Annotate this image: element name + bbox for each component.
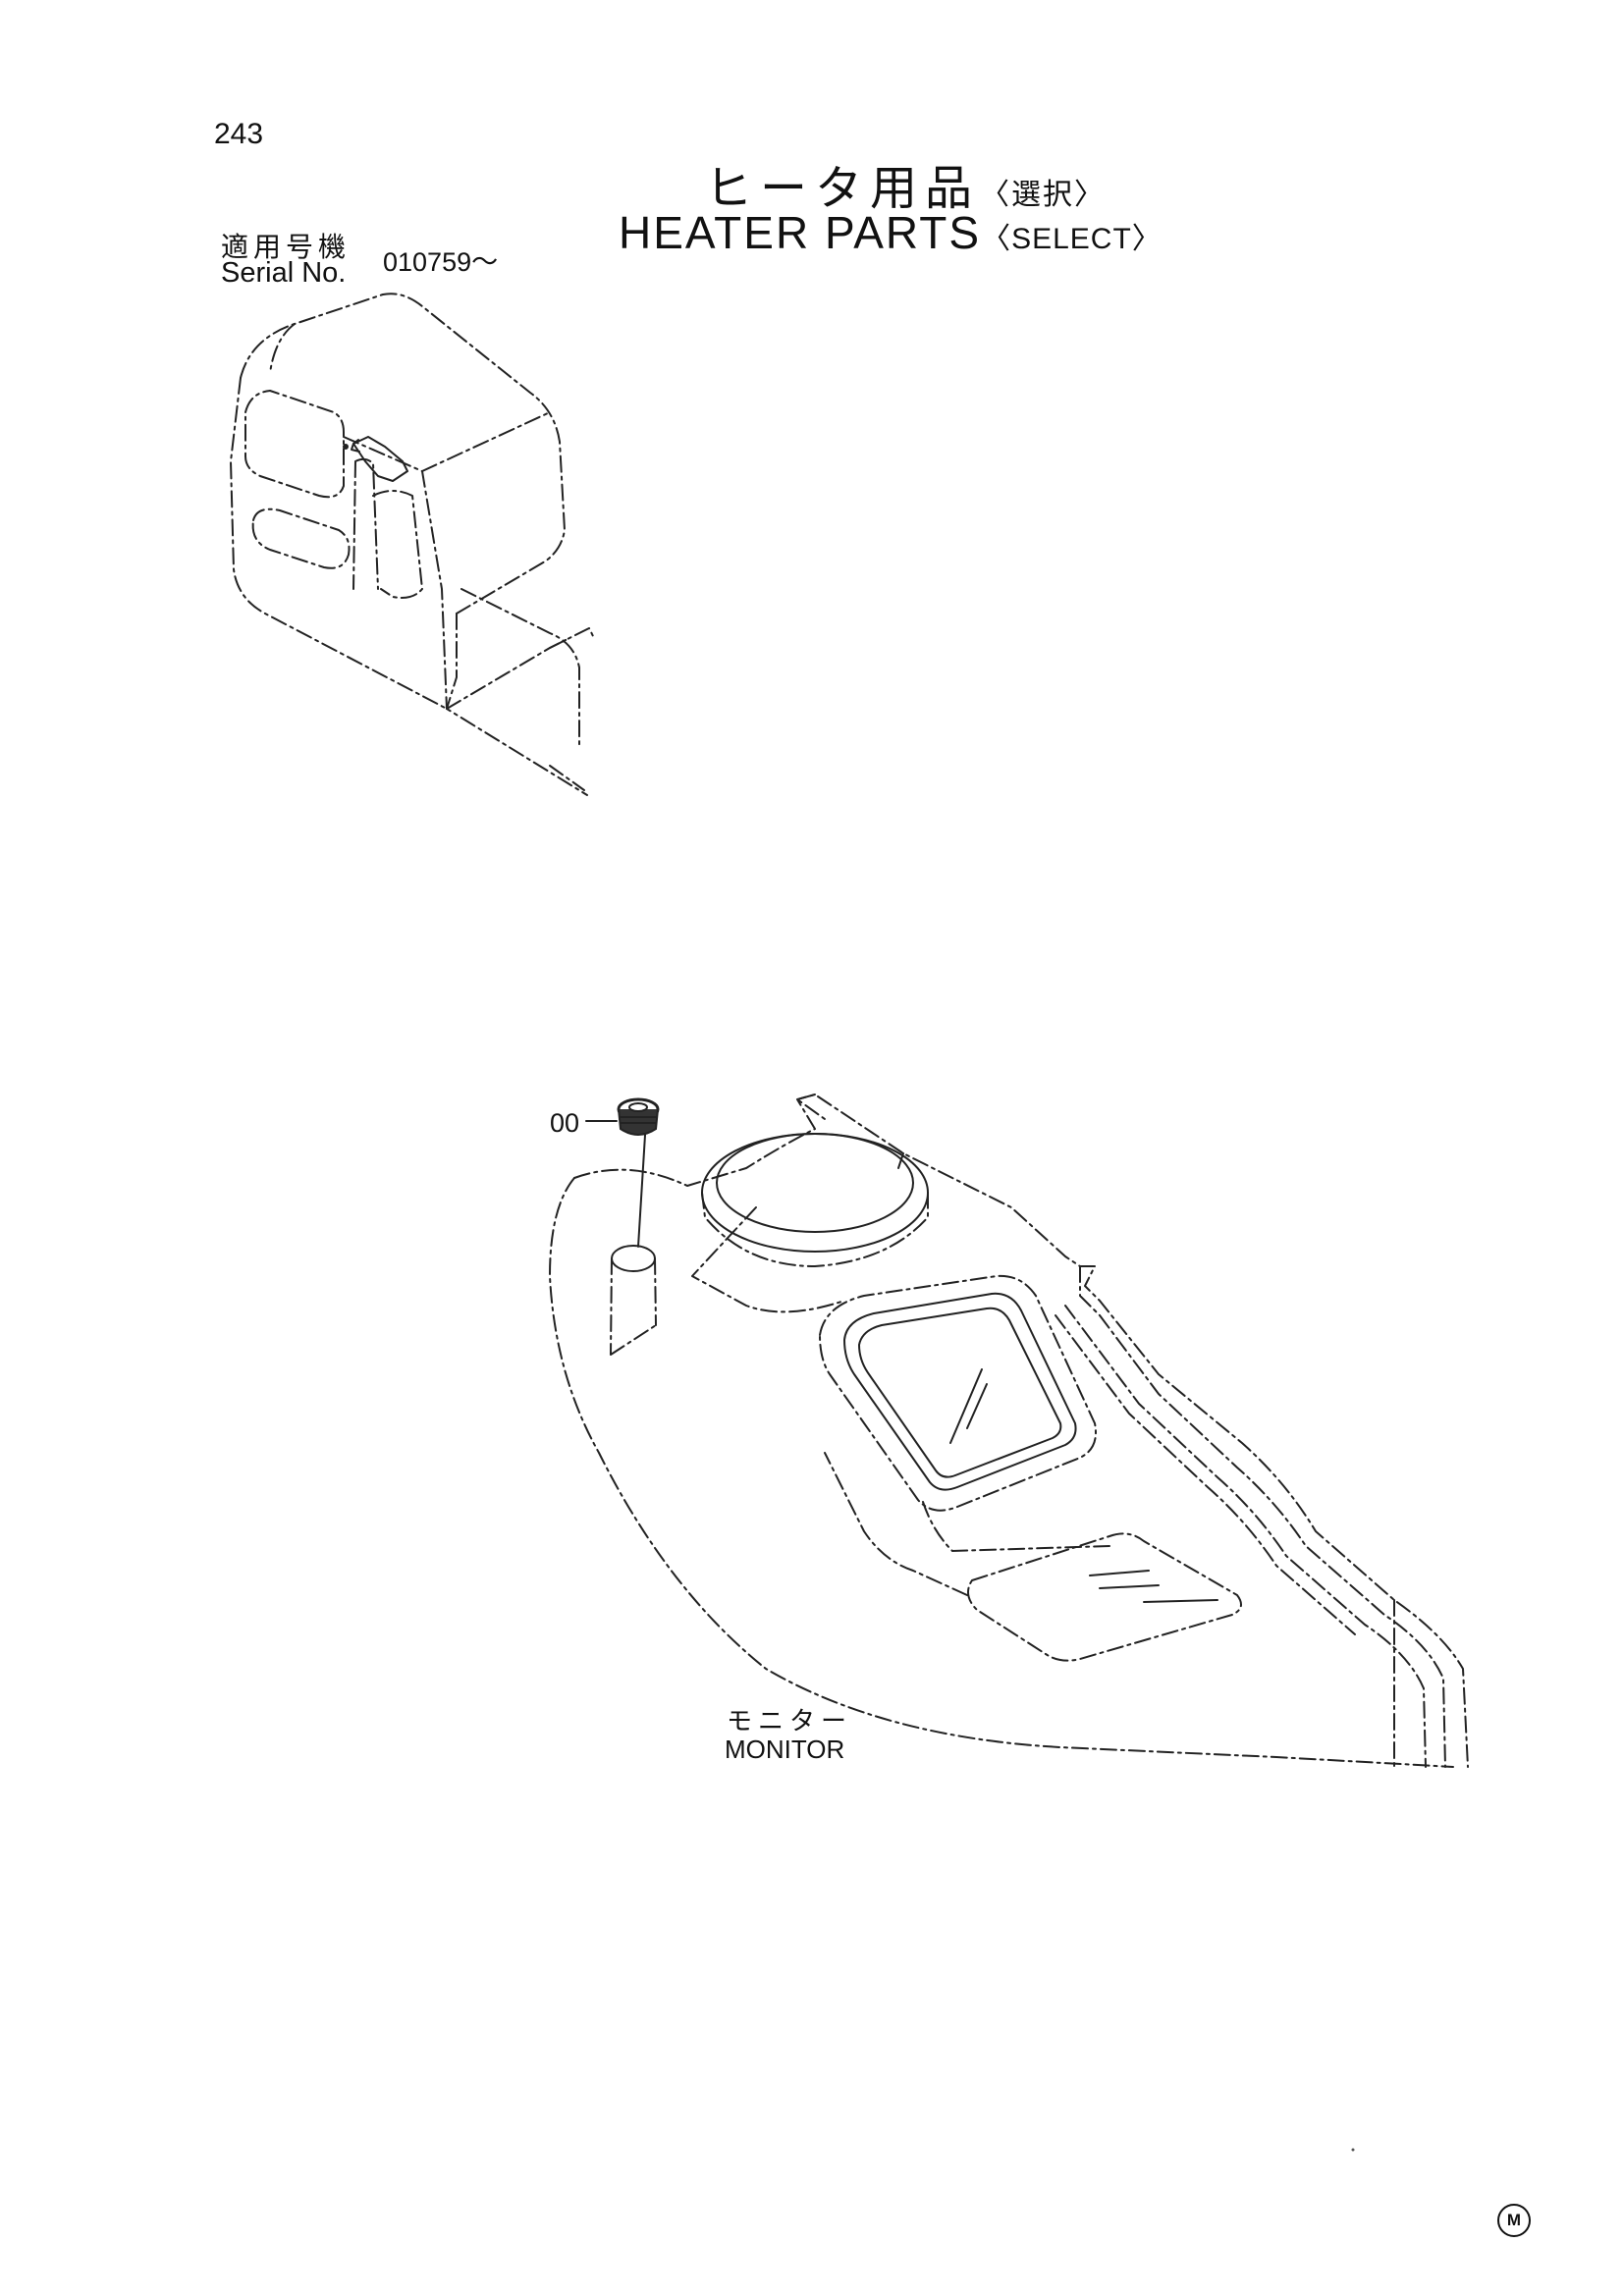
title-japanese: ヒータ用品〈選択〉 (705, 149, 1106, 218)
part-callout-label: 00 (550, 1108, 580, 1138)
title-english-qualifier: 〈SELECT〉 (981, 223, 1163, 255)
grommet-part (617, 1097, 660, 1136)
monitor-label-english: MONITOR (725, 1735, 845, 1764)
circled-m-mark: M (1497, 2204, 1531, 2237)
serial-number-value: 010759～ (383, 247, 499, 277)
monitor-panel-illustration (549, 1094, 1469, 1768)
title-japanese-text: ヒータ用品 (705, 161, 981, 216)
page-number: 243 (214, 118, 264, 150)
monitor-label-japanese: モニター (727, 1707, 853, 1736)
cab-overview-illustration (230, 293, 595, 796)
title-english: HEATER PARTS〈SELECT〉 (619, 206, 1163, 259)
serial-label-japanese: 適用号機 (221, 231, 352, 263)
title-english-text: HEATER PARTS (619, 207, 982, 258)
serial-label-english: Serial No. (221, 257, 347, 289)
title-japanese-qualifier: 〈選択〉 (980, 178, 1107, 212)
